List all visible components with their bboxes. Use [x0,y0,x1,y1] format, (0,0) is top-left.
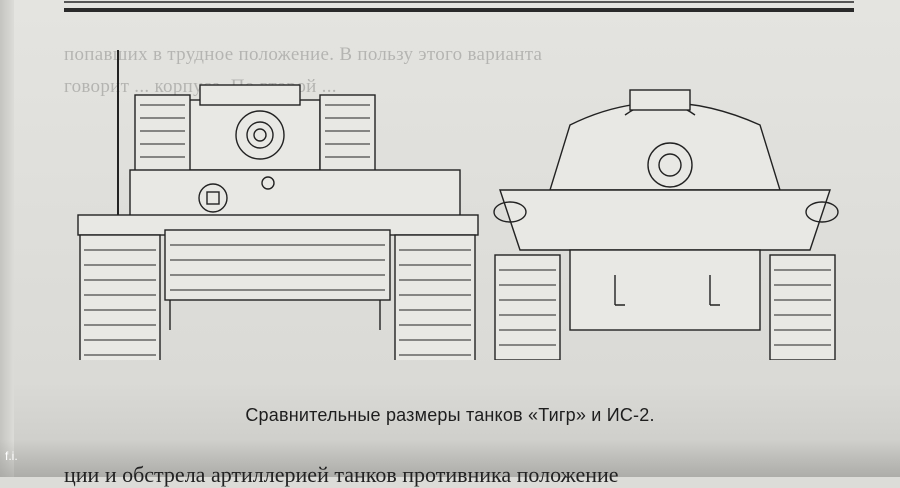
figure-caption: Сравнительные размеры танков «Тигр» и ИС… [245,405,655,425]
header-rule [64,8,854,12]
bleed-through-text-line: попавших в трудное положение. В пользу э… [64,44,543,65]
watermark: f.i. [5,449,18,463]
header-rule-thin [64,1,854,3]
page-bottom-shadow [0,440,900,477]
page-gutter-shadow [0,0,14,477]
tank-comparison-drawing [77,50,839,360]
body-text-line: ции и обстрела артиллерией танков против… [64,462,619,487]
is2-tank-front-view [493,89,839,360]
tiger-tank-front-view [77,50,479,360]
